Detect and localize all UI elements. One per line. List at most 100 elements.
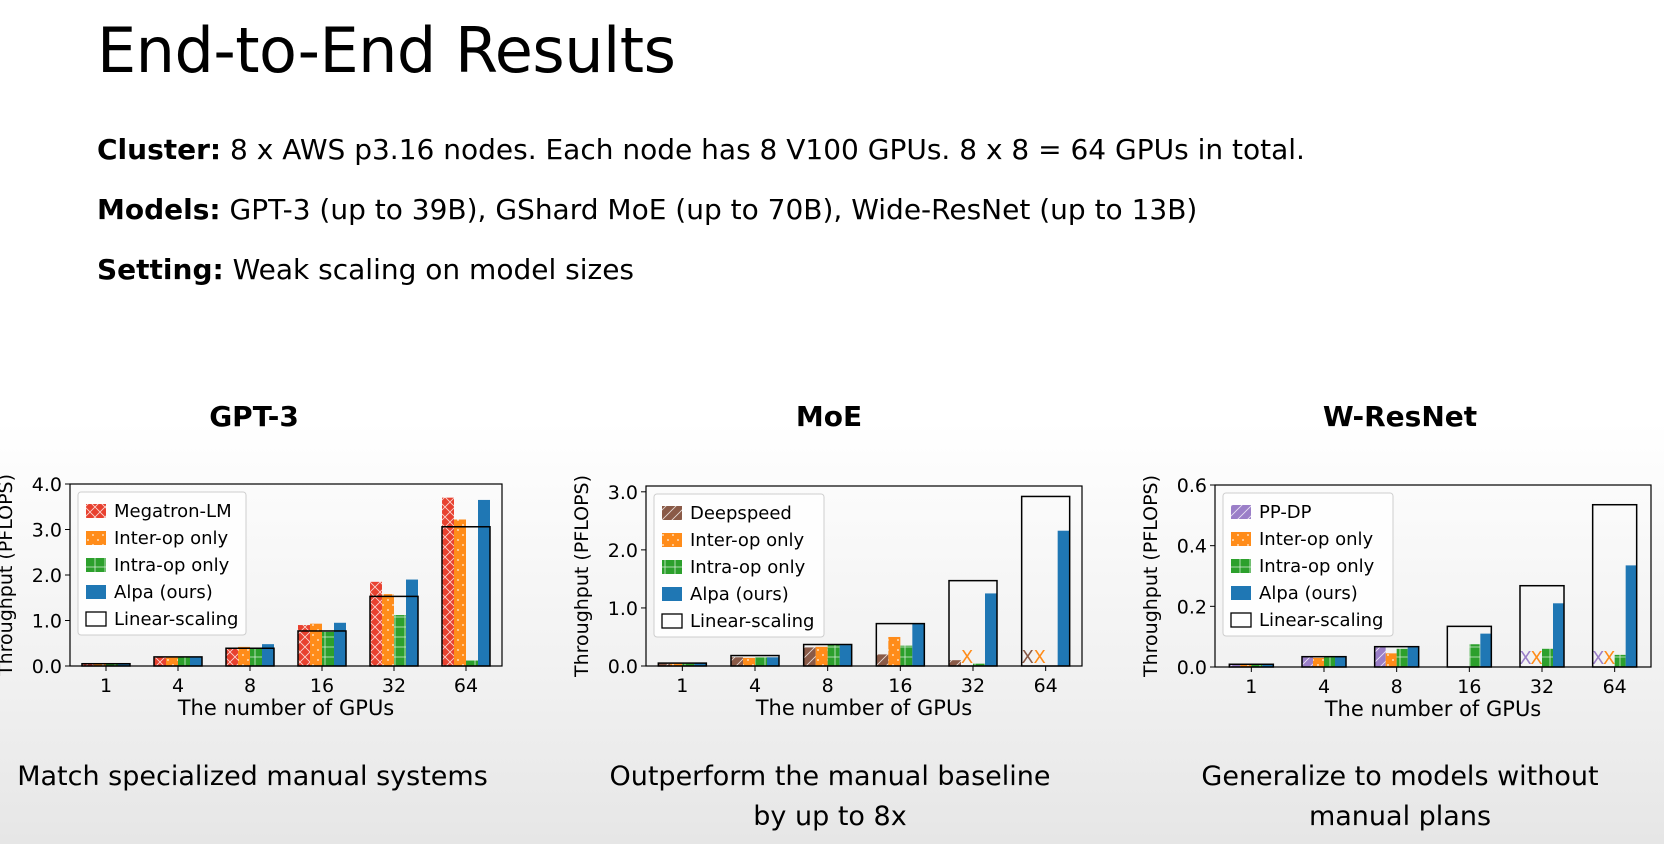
bar-alpa — [1407, 647, 1419, 667]
legend-swatch-megatron — [86, 504, 106, 518]
bar-megatron — [82, 663, 94, 666]
caption-wresnet: Generalize to models without manual plan… — [1150, 757, 1650, 837]
bar-inter_op — [166, 656, 178, 666]
plot-frame — [1214, 484, 1652, 668]
x-tick-label: 8 — [822, 675, 834, 697]
bar-intra_op — [178, 656, 190, 666]
legend-swatch-deepspeed — [662, 506, 682, 520]
bullet-text: GPT-3 (up to 39B), GShard MoE (up to 70B… — [220, 193, 1198, 226]
bar-intra_op — [1324, 656, 1335, 667]
bar-deepspeed — [731, 657, 743, 666]
legend-label: Intra-op only — [1259, 556, 1375, 577]
bar-inter_op — [1313, 657, 1324, 667]
bar-alpa — [1262, 664, 1274, 667]
bar-inter_op — [1240, 664, 1252, 667]
bullet-models: Models: GPT-3 (up to 39B), GShard MoE (u… — [97, 193, 1305, 253]
bar-megatron — [442, 497, 454, 666]
x-tick-label: 32 — [382, 675, 406, 697]
failed-marker: X — [1530, 648, 1542, 669]
bar-deepspeed — [803, 647, 816, 666]
bar-inter_op — [670, 663, 683, 666]
y-tick-label: 0.6 — [1177, 475, 1207, 497]
caption-line: manual plans — [1308, 801, 1492, 832]
legend-label: Alpa (ours) — [114, 582, 213, 603]
y-tick-label: 4.0 — [32, 474, 62, 496]
chart-title-wresnet: W-ResNet — [1322, 400, 1478, 433]
y-tick-label: 2.0 — [608, 540, 638, 562]
x-tick-label: 8 — [1391, 676, 1403, 698]
bar-inter_op — [238, 646, 250, 666]
failed-marker: X — [1033, 647, 1045, 668]
bar-inter_op — [815, 646, 828, 666]
bar-inter_op — [1385, 653, 1397, 667]
bar-inter_op — [888, 636, 901, 666]
bar-alpa — [985, 593, 997, 666]
y-axis-label: Throughput (PFLOPS) — [1140, 475, 1162, 678]
y-tick-label: 0.2 — [1177, 596, 1207, 618]
legend-swatch-alpa — [1231, 586, 1251, 600]
legend-label: Megatron-LM — [114, 501, 232, 522]
x-tick-label: 1 — [676, 675, 688, 697]
legend-label: Linear-scaling — [114, 609, 238, 630]
bar-intra_op — [1469, 644, 1481, 667]
bar-alpa — [1553, 603, 1564, 667]
bar-megatron — [226, 648, 238, 666]
x-tick-label: 1 — [100, 675, 112, 697]
bar-intra_op — [106, 663, 118, 666]
bar-alpa — [478, 499, 490, 666]
bar-intra_op — [827, 645, 840, 666]
caption-gpt3: Match specialized manual systems — [0, 757, 505, 797]
x-tick-label: 64 — [1603, 676, 1627, 698]
x-tick-label: 16 — [888, 675, 912, 697]
bar-intra_op — [1251, 664, 1263, 667]
x-tick-label: 4 — [172, 675, 184, 697]
bar-deepspeed — [876, 654, 889, 666]
bar-megatron — [298, 625, 310, 666]
bar-inter_op — [454, 519, 466, 666]
failed-marker: X — [1021, 647, 1033, 668]
bullet-list: Cluster: 8 x AWS p3.16 nodes. Each node … — [97, 133, 1305, 313]
x-tick-label: 16 — [1457, 676, 1481, 698]
bullet-cluster: Cluster: 8 x AWS p3.16 nodes. Each node … — [97, 133, 1305, 193]
legend-label: Linear-scaling — [690, 611, 814, 632]
y-tick-label: 2.0 — [32, 565, 62, 587]
legend — [653, 493, 825, 638]
x-axis-label: The number of GPUs — [1324, 697, 1542, 721]
bullet-text: Weak scaling on model sizes — [223, 253, 635, 286]
bar-alpa — [262, 644, 274, 666]
legend-label: Inter-op only — [690, 530, 805, 551]
bar-alpa — [118, 663, 130, 666]
bar-inter_op — [743, 657, 755, 666]
legend-swatch-linear — [85, 611, 107, 627]
failed-marker: X — [1519, 648, 1531, 669]
x-tick-label: 1 — [1245, 676, 1257, 698]
legend-swatch-intra_op — [86, 558, 106, 572]
bar-ppdp — [1229, 664, 1241, 667]
x-tick-label: 4 — [749, 675, 761, 697]
plot-frame — [69, 483, 503, 667]
bar-inter_op — [94, 663, 106, 666]
legend — [77, 491, 247, 636]
bullet-text: 8 x AWS p3.16 nodes. Each node has 8 V10… — [221, 133, 1305, 166]
legend-swatch-intra_op — [662, 560, 682, 574]
bar-intra_op — [682, 663, 695, 666]
bar-ppdp — [1374, 647, 1386, 667]
caption-line: by up to 8x — [753, 801, 907, 832]
caption-line: Match specialized manual systems — [17, 761, 488, 792]
y-tick-label: 0.0 — [1177, 657, 1207, 679]
bar-alpa — [1480, 633, 1492, 667]
legend-label: Alpa (ours) — [1259, 583, 1358, 604]
bar-intra_op — [973, 663, 985, 666]
legend-swatch-inter_op — [86, 531, 106, 545]
legend — [1222, 492, 1394, 637]
bar-alpa — [334, 622, 346, 666]
y-tick-label: 1.0 — [608, 598, 638, 620]
bar-alpa — [1335, 656, 1346, 667]
y-axis-label: Throughput (PFLOPS) — [0, 474, 17, 677]
failed-marker: X — [1592, 648, 1604, 669]
legend-label: PP-DP — [1259, 502, 1312, 523]
y-tick-label: 3.0 — [608, 482, 638, 504]
legend-label: Alpa (ours) — [690, 584, 789, 605]
bar-alpa — [190, 656, 202, 666]
